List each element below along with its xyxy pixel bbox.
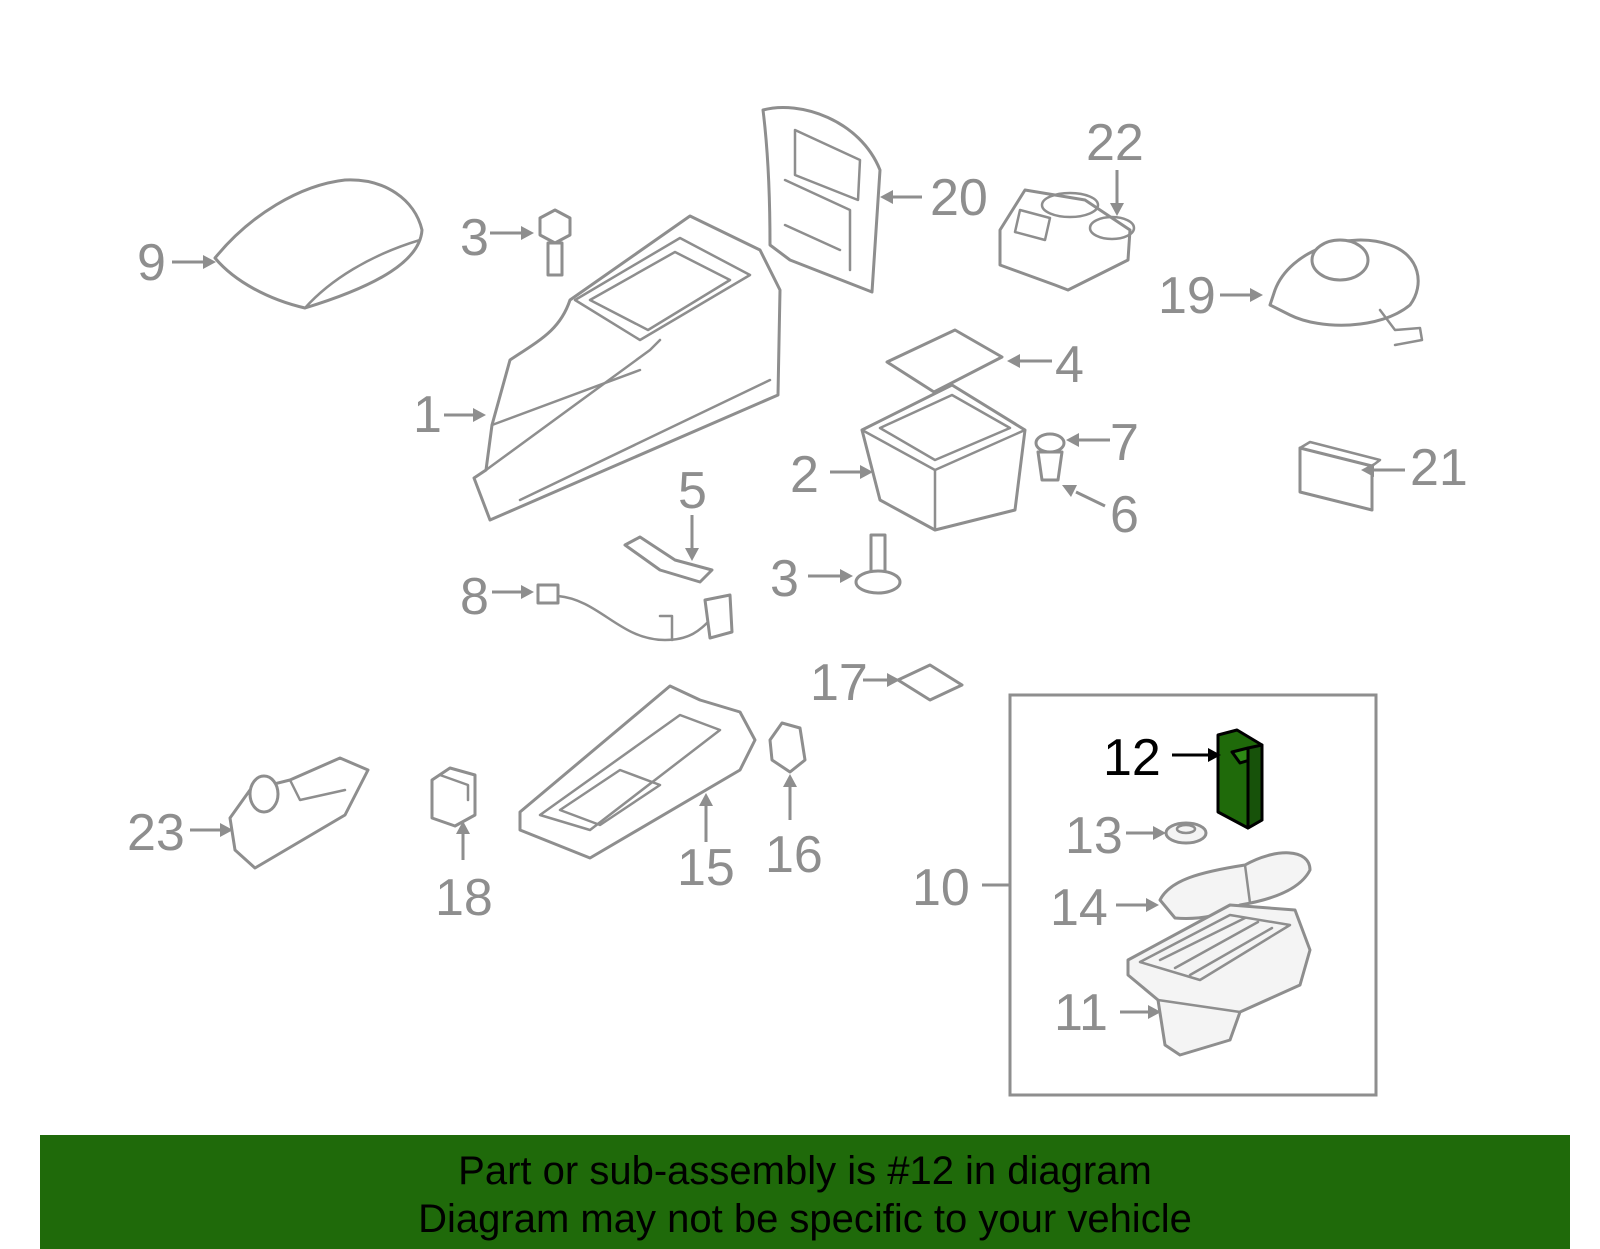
part-11-tray: [1126, 903, 1312, 1057]
callout-19: 19: [1158, 267, 1216, 325]
part-3-grommet: [854, 533, 902, 595]
callout-11: 11: [1054, 984, 1108, 1042]
part-6-power-outlet: [1036, 450, 1064, 482]
part-1-console-body: [472, 214, 782, 522]
part-16-clip: [768, 721, 807, 774]
callout-23: 23: [127, 804, 185, 862]
part-8-wire-harness: [536, 583, 734, 642]
callout-12: 12: [1103, 729, 1161, 787]
part-20-bezel-panel: [761, 106, 882, 294]
callout-18: 18: [435, 869, 493, 927]
part-22-cup-holder: [998, 188, 1136, 292]
part-4-mat: [885, 328, 1004, 394]
callout-16: 16: [765, 826, 823, 884]
callout-17: 17: [810, 654, 868, 712]
part-12-highlighted: [1216, 728, 1264, 830]
part-18-switch-block: [430, 766, 477, 828]
callout-5: 5: [678, 462, 707, 520]
part-21-switch: [1298, 440, 1382, 512]
caption-line-part: Part or sub-assembly is #12 in diagram: [458, 1149, 1152, 1193]
callout-21: 21: [1410, 439, 1468, 497]
part-7-outlet-cap: [1034, 432, 1066, 454]
callout-4: 4: [1055, 336, 1084, 394]
callout-2: 2: [790, 446, 819, 504]
assembly-box-10: [1008, 693, 1378, 1097]
part-9-armrest-lid: [213, 178, 424, 310]
callout-3-lower: 3: [770, 550, 799, 608]
callout-13: 13: [1065, 807, 1123, 865]
part-3-bolt-top: [538, 208, 572, 277]
callout-15: 15: [677, 839, 735, 897]
caption-line-disclaimer: Diagram may not be specific to your vehi…: [418, 1197, 1192, 1241]
callout-6: 6: [1110, 486, 1139, 544]
part-13-washer: [1164, 821, 1208, 845]
caption-banner: Part or sub-assembly is #12 in diagram D…: [40, 1135, 1570, 1249]
callout-10: 10: [912, 859, 970, 917]
part-2-storage-bin: [860, 383, 1027, 532]
part-23-vent-duct: [228, 756, 370, 870]
callout-1: 1: [413, 386, 442, 444]
callout-20: 20: [930, 169, 988, 227]
part-17-pad: [896, 663, 964, 702]
callout-8: 8: [460, 568, 489, 626]
part-5-bracket: [623, 535, 714, 584]
callout-9: 9: [137, 234, 166, 292]
part-15-tray-trim: [518, 684, 757, 860]
callout-14: 14: [1050, 879, 1108, 937]
callout-7: 7: [1110, 414, 1139, 472]
callout-3-top: 3: [460, 209, 489, 267]
part-19-control-knob: [1268, 238, 1424, 347]
callout-22: 22: [1086, 114, 1144, 172]
